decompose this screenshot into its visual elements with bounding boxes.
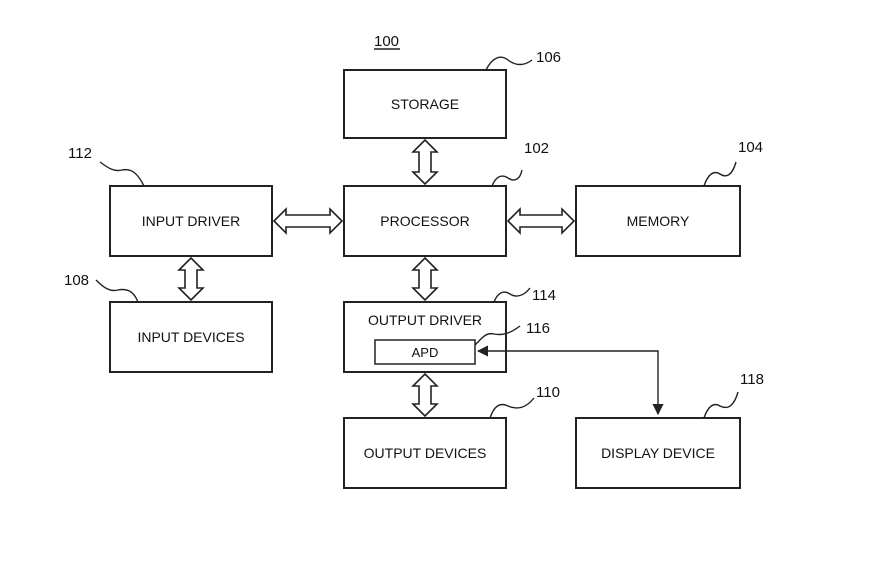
- processor-block: PROCESSOR: [343, 185, 507, 257]
- input-devices-block: INPUT DEVICES: [109, 301, 273, 373]
- storage-label: STORAGE: [391, 96, 459, 112]
- inputdriver-processor-arrow: [272, 207, 344, 235]
- apd-block: APD: [374, 339, 476, 365]
- output-devices-block: OUTPUT DEVICES: [343, 417, 507, 489]
- output-devices-ref-leader: [489, 397, 535, 419]
- processor-memory-arrow: [506, 207, 576, 235]
- input-devices-ref: 108: [64, 272, 89, 289]
- input-driver-ref-leader: [99, 161, 145, 187]
- storage-block: STORAGE: [343, 69, 507, 139]
- apd-label: APD: [412, 345, 439, 360]
- input-driver-label: INPUT DRIVER: [142, 213, 241, 229]
- display-device-ref: 118: [740, 371, 764, 388]
- output-driver-ref: 114: [532, 287, 556, 304]
- input-devices-label: INPUT DEVICES: [137, 329, 244, 345]
- figure-ref: 100: [374, 33, 399, 50]
- output-driver-label: OUTPUT DRIVER: [368, 312, 482, 328]
- storage-processor-arrow: [411, 138, 439, 186]
- storage-ref-leader: [485, 56, 533, 71]
- memory-label: MEMORY: [627, 213, 690, 229]
- processor-ref-leader: [491, 169, 523, 187]
- inputdriver-inputdevices-arrow: [177, 256, 205, 302]
- memory-ref-leader: [703, 161, 737, 187]
- outputdriver-outputdevices-arrow: [411, 372, 439, 418]
- input-driver-block: INPUT DRIVER: [109, 185, 273, 257]
- input-devices-ref-leader: [95, 279, 139, 303]
- apd-ref: 116: [526, 320, 550, 337]
- memory-ref: 104: [738, 139, 763, 156]
- processor-ref: 102: [524, 140, 549, 157]
- apd-ref-leader: [474, 325, 521, 346]
- display-device-ref-leader: [703, 391, 739, 419]
- display-device-label: DISPLAY DEVICE: [601, 445, 715, 461]
- apd-display-connector: [476, 345, 664, 416]
- processor-label: PROCESSOR: [380, 213, 469, 229]
- display-device-block: DISPLAY DEVICE: [575, 417, 741, 489]
- output-driver-ref-leader: [493, 287, 531, 303]
- output-devices-ref: 110: [536, 384, 560, 401]
- memory-block: MEMORY: [575, 185, 741, 257]
- input-driver-ref: 112: [68, 145, 92, 162]
- output-devices-label: OUTPUT DEVICES: [364, 445, 487, 461]
- storage-ref: 106: [536, 49, 561, 66]
- processor-outputdriver-arrow: [411, 256, 439, 302]
